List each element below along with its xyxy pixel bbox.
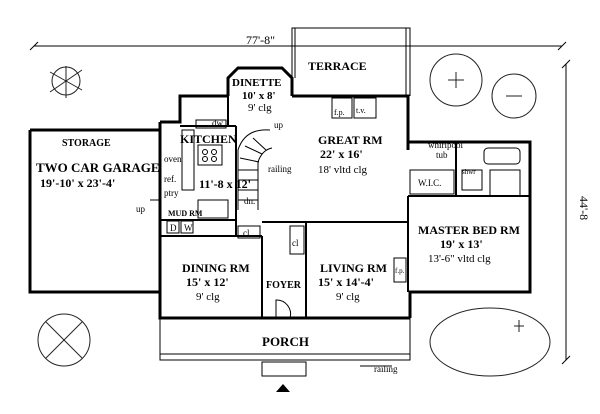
master-size: 19' x 13' — [440, 237, 483, 251]
kitchen-counters — [181, 119, 227, 191]
master-bath — [409, 147, 521, 197]
tub-label: tub — [436, 150, 448, 160]
dinette-ceiling: 9' clg — [248, 102, 272, 114]
kitchen-size: 11'-8 x 12' — [199, 177, 251, 191]
width-dimension-line — [29, 41, 567, 51]
stair-up-label: up — [274, 120, 284, 130]
overall-width-label: 77'-8" — [246, 33, 275, 47]
living-label: LIVING RM — [320, 261, 387, 275]
porch-label: PORCH — [262, 334, 309, 349]
living-ceiling: 9' clg — [336, 291, 360, 303]
tv-label: t.v. — [356, 106, 366, 115]
terrace-label: TERRACE — [308, 59, 367, 73]
dining-size: 15' x 12' — [186, 275, 229, 289]
kitchen-label: KITCHEN — [180, 132, 237, 146]
refrigerator-label: ref. — [164, 174, 176, 184]
tree-right-bottom — [429, 307, 551, 377]
dishwasher-label: dw — [212, 118, 224, 128]
shower-label: shwr — [462, 168, 476, 176]
closet-dining — [237, 225, 261, 239]
depth-dimension-line — [561, 59, 571, 365]
tree-left-bottom — [37, 313, 91, 367]
dinette-size: 10' x 8' — [242, 90, 276, 102]
great-fireplace-label: f.p. — [334, 108, 345, 117]
porch-structure — [159, 317, 411, 392]
tv-cabinet — [353, 97, 377, 119]
pantry-label: ptry — [164, 188, 179, 198]
fireplace-great-room — [331, 97, 353, 119]
mud-room-label: MUD RM — [168, 209, 203, 218]
dinette-label: DINETTE — [232, 77, 282, 89]
tree-right-top — [429, 53, 537, 119]
closet-living — [289, 225, 305, 255]
foyer-label: FOYER — [266, 280, 302, 291]
storage-label: STORAGE — [62, 138, 111, 149]
master-ceiling: 13'-6" vltd clg — [428, 253, 491, 265]
garage-size: 19'-10' x 23'-4' — [40, 176, 115, 190]
stairs — [237, 129, 273, 210]
fireplace-living-room — [393, 257, 407, 283]
living-fireplace-label: f.p. — [395, 267, 405, 275]
stair-railing-label: railing — [268, 164, 292, 174]
dining-closet-label: cl — [243, 228, 250, 238]
stair-down-label: dn. — [244, 196, 255, 206]
front-door — [275, 299, 292, 319]
dining-ceiling: 9' clg — [196, 291, 220, 303]
dining-label: DINING RM — [182, 261, 250, 275]
garage-label: TWO CAR GARAGE — [36, 160, 160, 175]
garage-up-label: up — [136, 204, 146, 214]
great-room-label: GREAT RM — [318, 133, 383, 147]
porch-railing-label: railing — [374, 364, 398, 374]
living-closet-label: cl — [292, 238, 299, 248]
washer-label: W — [184, 223, 193, 233]
great-room-ceiling: 18' vltd clg — [318, 164, 368, 176]
mud-room-appliances — [166, 199, 229, 234]
dryer-label: D — [170, 223, 177, 233]
tree-left-top — [49, 66, 83, 98]
living-size: 15' x 14'-4' — [318, 275, 374, 289]
overall-depth-label: 44'-8 — [577, 196, 591, 220]
oven-label: oven — [164, 154, 182, 164]
terrace-outline — [291, 27, 411, 96]
walk-in-closet-label: W.I.C. — [418, 178, 441, 188]
great-room-size: 22' x 16' — [320, 147, 363, 161]
master-label: MASTER BED RM — [418, 223, 520, 237]
whirlpool-label: whirlpool — [428, 140, 463, 150]
